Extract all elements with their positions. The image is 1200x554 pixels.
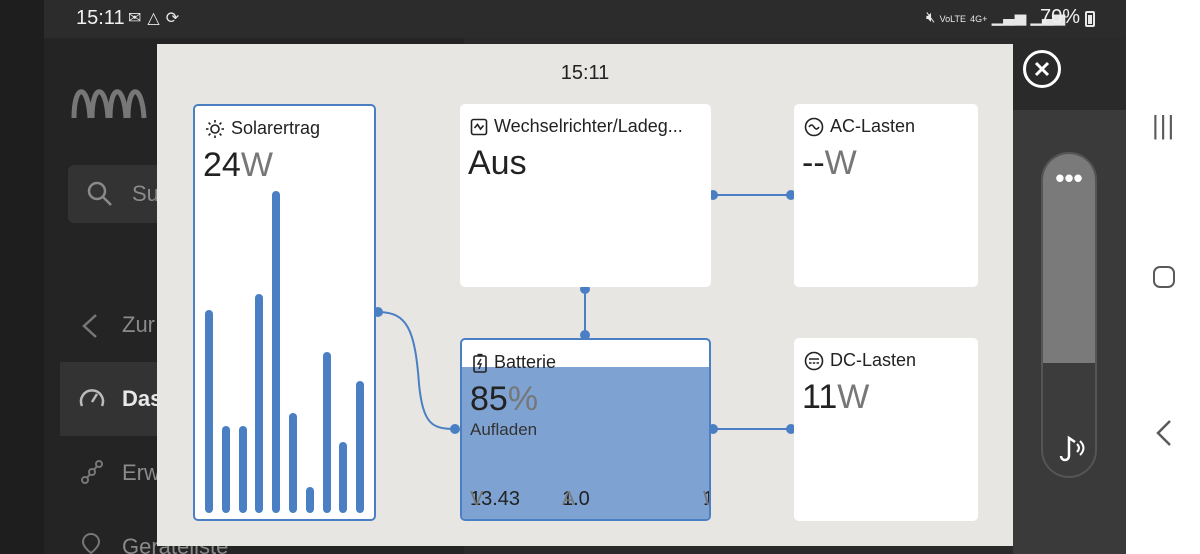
- solar-history-bar: [305, 487, 314, 513]
- drive-icon: △: [147, 10, 166, 27]
- solar-yield-unit: W: [240, 146, 273, 184]
- battery-charging-icon: [473, 353, 487, 373]
- battery-soc-row: 85%: [470, 380, 538, 419]
- inverter-icon: [470, 118, 488, 135]
- background-nav-active: [60, 362, 170, 436]
- more-options-icon[interactable]: •••: [1055, 163, 1083, 193]
- volte-icon: VoLTE: [939, 14, 966, 24]
- background-nav-item-advanced: Erw: [122, 460, 160, 485]
- sun-icon: [206, 119, 224, 138]
- battery-current-unit: A: [562, 488, 576, 510]
- dc-loads-card[interactable]: DC-Lasten 11W: [794, 338, 978, 521]
- recents-button[interactable]: |||: [1152, 110, 1176, 140]
- network-icon: [81, 460, 103, 484]
- solar-yield-card[interactable]: Solarertrag 24W: [193, 104, 376, 521]
- battery-state: Aufladen: [470, 420, 538, 439]
- mail-icon: ✉: [128, 10, 148, 27]
- solar-yield-value: 24: [203, 146, 241, 184]
- battery-power-unit: W: [703, 488, 709, 511]
- chevron-left-icon: [82, 314, 97, 338]
- solar-history-bar: [322, 352, 331, 513]
- ac-loads-value: --: [802, 144, 825, 182]
- background-nav-item-back: Zur: [122, 312, 155, 337]
- battery-current: 1.0: [562, 488, 590, 510]
- solar-yield-value-row: 24W: [203, 146, 273, 185]
- navigation-bar: [1126, 0, 1200, 554]
- inverter-state: Aus: [468, 144, 527, 182]
- ac-loads-card[interactable]: AC-Lasten --W: [794, 104, 978, 287]
- background-nav-item-dashboard: Das: [122, 386, 163, 411]
- battery-level-fill: [462, 366, 709, 519]
- search-icon: [87, 181, 112, 206]
- sync-icon: ⟳: [165, 10, 186, 27]
- mute-icon: 🔇︎: [926, 9, 936, 26]
- dashboard-overlay: 15:11 Solarertrag 24W Wechselric: [157, 44, 1013, 546]
- ac-loads-title: AC-Lasten: [830, 116, 916, 136]
- dc-icon: [804, 351, 824, 370]
- status-bar: 15:11 ✉△⟳ 🔇︎ VoLTE 4G+ ▁▃▅ ▁▃▅ 70%: [0, 0, 1126, 38]
- solar-history-bar: [205, 310, 213, 513]
- dc-loads-value-row: 11W: [802, 378, 869, 417]
- dc-loads-unit: W: [837, 378, 870, 416]
- battery-card[interactable]: Batterie 85% Aufladen 13.43V 1.0A 13W: [460, 338, 711, 521]
- ac-loads-value-row: --W: [802, 144, 857, 183]
- 4g-icon: 4G+: [970, 14, 988, 24]
- home-button[interactable]: [1153, 266, 1175, 288]
- gauge-icon: [79, 389, 105, 407]
- victron-logo: [71, 89, 147, 119]
- solar-history-bar: [238, 426, 247, 513]
- dc-loads-value: 11: [802, 378, 838, 416]
- status-time: 15:11: [76, 7, 125, 29]
- overlay-clock: 15:11: [560, 62, 610, 84]
- inverter-title-row: Wechselrichter/Ladeg...: [470, 116, 683, 137]
- battery-voltage: 13.43: [470, 488, 521, 510]
- solar-history-bar: [221, 426, 230, 513]
- background-search-placeholder: Su: [132, 181, 159, 206]
- battery-title-row: Batterie: [472, 352, 556, 373]
- close-icon: [1034, 61, 1050, 77]
- volume-slider[interactable]: •••: [1041, 152, 1097, 478]
- solar-history-bar: [356, 381, 365, 513]
- solar-history-bar: [272, 191, 281, 513]
- media-volume-icon[interactable]: [1055, 432, 1087, 462]
- dc-loads-title: DC-Lasten: [830, 350, 917, 370]
- solar-yield-title-row: Solarertrag: [205, 118, 320, 139]
- ac-icon: [804, 117, 824, 136]
- battery-soc-value: 85: [470, 380, 508, 418]
- signal-icon: ▁▃▅: [1030, 9, 1065, 26]
- signal-icon: ▁▃▅: [991, 9, 1027, 26]
- battery-icon: [1085, 11, 1095, 27]
- ac-loads-unit: W: [824, 144, 857, 182]
- ac-loads-title-row: AC-Lasten: [804, 116, 915, 137]
- battery-power: 13: [703, 488, 709, 511]
- solar-history-bar: [339, 442, 348, 513]
- battery-percent: 70%: [1040, 6, 1081, 28]
- battery-title: Batterie: [494, 352, 557, 372]
- inverter-title: Wechselrichter/Ladeg...: [494, 116, 683, 136]
- battery-soc-unit: %: [507, 380, 539, 418]
- close-button[interactable]: [1023, 50, 1061, 88]
- solar-yield-title: Solarertrag: [231, 118, 321, 138]
- volume-track: [1043, 154, 1095, 364]
- solar-history-bar: [255, 294, 264, 513]
- inverter-charger-card[interactable]: Wechselrichter/Ladeg... Aus: [460, 104, 711, 287]
- solar-history-chart: [201, 183, 368, 513]
- system-icons: 🔇︎ VoLTE 4G+ ▁▃▅ ▁▃▅: [926, 8, 1065, 26]
- dc-loads-title-row: DC-Lasten: [804, 350, 916, 371]
- solar-history-bar: [289, 413, 297, 513]
- back-button[interactable]: [1152, 418, 1176, 448]
- notification-icons: ✉△⟳: [128, 8, 185, 28]
- battery-voltage-unit: V: [470, 488, 484, 510]
- location-icon: [81, 532, 101, 554]
